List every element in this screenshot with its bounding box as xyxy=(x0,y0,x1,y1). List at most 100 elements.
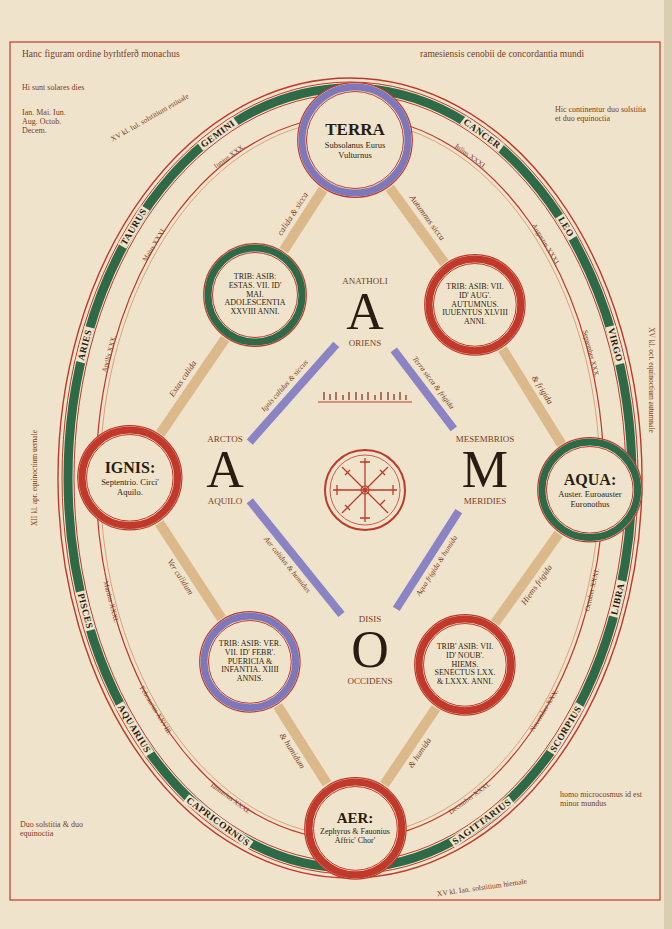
month-label: Maius XXXI. xyxy=(141,226,168,263)
zodiac-sign: SCORPIUS xyxy=(547,702,585,755)
margin-note: Hic continentur duo solstitia et duo equ… xyxy=(555,106,653,124)
element-circle: AER:Zephyrus & Fauonius Affric' Chor' xyxy=(304,777,407,880)
circle-text: TRIB: ASIB: VII. ID' AUG'. AUTUMNUS. IUU… xyxy=(442,283,508,328)
node-content: TERRASubsolanus Eurus Vulturnus xyxy=(315,120,395,160)
node-content: ARCTOSAAQUILO xyxy=(206,434,244,506)
zodiac-sign: VIRGO xyxy=(605,325,625,365)
circle-border xyxy=(200,612,300,712)
direction-name: ANATHOLI xyxy=(342,276,388,286)
circle-ring xyxy=(429,259,521,351)
page-edge xyxy=(664,0,672,929)
month-label: December XXXI. xyxy=(447,781,492,817)
node-content: IGNIS:Septentrio. Circi' Aquilo. xyxy=(93,459,167,498)
direction-name: ARCTOS xyxy=(207,434,242,444)
margin-note: homo microcosmus id est minor mundus xyxy=(560,791,652,809)
inner-diamond-band xyxy=(250,501,342,615)
element-circle: AQUA:Auster. Euroauster Euronothus xyxy=(537,437,643,543)
cardinal-letter: ARCTOSAAQUILO xyxy=(203,432,247,508)
page-frame xyxy=(10,42,660,900)
node-content: AER:Zephyrus & Fauonius Affric' Chor' xyxy=(319,810,391,847)
quality-band xyxy=(502,349,561,444)
equinox-note: XV kl. oct. equinoctium autumnale xyxy=(647,327,655,433)
edge-label: Aer calidus & humidus xyxy=(262,535,312,594)
circle-border xyxy=(424,624,507,707)
circle-border xyxy=(204,244,307,347)
direction-name: MESEMBRIOS xyxy=(456,434,515,444)
circle-text: TRIB: ASIB: ESTAS. VII. ID' MAI. ADOLESC… xyxy=(221,273,289,318)
circle-ring xyxy=(419,619,511,711)
circle-ring xyxy=(82,430,178,526)
cardinal-initial: M xyxy=(462,444,508,496)
node-content: TRIB: ASIB: ESTAS. VII. ID' MAI. ADOLESC… xyxy=(221,273,289,318)
season-circle: TRIB: ASIB: ESTAS. VII. ID' MAI. ADOLESC… xyxy=(203,243,307,347)
header-note: Hanc figuram ordine byrhtferð monachus xyxy=(22,49,180,59)
circle-ring xyxy=(302,87,408,193)
margin-note: Duo solstitia & duo equinoctia xyxy=(20,821,116,839)
month-label: Augustus XXXI. xyxy=(530,222,561,267)
cardinal-letter: MESEMBRIOSMMERIDIES xyxy=(453,432,518,508)
element-circle: IGNIS:Septentrio. Circi' Aquilo. xyxy=(77,425,183,531)
zodiac-sign: LEO xyxy=(555,214,577,241)
circle-border xyxy=(209,621,292,704)
element-name: IGNIS: xyxy=(105,459,156,477)
edge-label: & humida xyxy=(407,736,434,770)
solstice-note: XV kl. Ian. solstitium hiemale xyxy=(437,878,528,899)
circle-ring xyxy=(204,616,296,708)
season-circle: TRIB: ASIB: VII. ID' AUG'. AUTUMNUS. IUU… xyxy=(424,254,526,356)
margin-note: Ian. Mai. Iun. Aug. Octob. Decem. xyxy=(22,109,68,135)
circle-outline xyxy=(297,82,413,198)
month-label: Martius XXXI. xyxy=(101,580,119,623)
edge-label: & humidum xyxy=(277,732,306,771)
inner-diamond-band xyxy=(250,344,336,442)
cardinal-letter: DISISOOCCIDENS xyxy=(344,612,395,688)
edge-label: Estas calida xyxy=(167,359,198,399)
direction-name: DISIS xyxy=(359,614,382,624)
quality-band xyxy=(160,339,225,434)
inner-diamond-band xyxy=(394,350,454,429)
month-label: Iulius XXXI. xyxy=(453,143,487,171)
rune-row xyxy=(318,392,412,402)
circle-text: TRIB' ASIB: VII. ID' NOUB'. HIEMS. SENEC… xyxy=(432,643,498,688)
cardinal-initial: A xyxy=(346,286,384,338)
edge-label: Ignis calidus & siccus xyxy=(260,358,310,413)
zodiac-sign: TAURUS xyxy=(118,205,150,249)
cardinal-letter: ANATHOLIAORIENS xyxy=(339,274,391,350)
solstice-note: XV kl. Iul. solstitium estiuale xyxy=(110,92,191,143)
outer-ring xyxy=(58,78,642,878)
circle-border xyxy=(425,255,525,355)
node-content: MESEMBRIOSMMERIDIES xyxy=(456,434,515,506)
circle-text: Auster. Euroauster Euronothus xyxy=(553,490,627,509)
month-label: Aprilis XXX. xyxy=(102,334,119,373)
edge-label: Autumnus sicca xyxy=(407,194,446,243)
element-name: AQUA: xyxy=(564,471,616,489)
month-label: November XXX. xyxy=(530,689,562,734)
node-content: TRIB: ASIB: VER. VII. ID' FEBR'. PUERICI… xyxy=(217,640,283,685)
inner-diamond-band xyxy=(396,511,459,609)
direction-name: MERIDIES xyxy=(464,496,507,506)
circle-border xyxy=(547,447,634,534)
circle-border xyxy=(298,83,413,198)
zodiac-sign: GEMINI xyxy=(197,116,239,150)
node-content: ANATHOLIAORIENS xyxy=(342,276,388,348)
circle-border xyxy=(307,92,404,189)
quality-band xyxy=(159,523,221,618)
element-name: AER: xyxy=(337,810,374,827)
equinox-note: XII kl. apr. equinoctium uernale xyxy=(31,430,39,526)
circle-text: TRIB: ASIB: VER. VII. ID' FEBR'. PUERICI… xyxy=(217,640,283,685)
circle-text: Subsolanus Eurus Vulturnus xyxy=(315,141,395,160)
direction-name: AQUILO xyxy=(208,496,243,506)
circle-border xyxy=(415,615,515,715)
month-label: Februarius XXVIII. xyxy=(137,686,172,738)
margin-note: Hi sunt solares dies xyxy=(22,84,84,93)
season-circle: TRIB: ASIB: VER. VII. ID' FEBR'. PUERICI… xyxy=(199,611,301,713)
circle-border xyxy=(213,253,298,338)
zodiac-sign: LIBRA xyxy=(609,580,628,618)
header-note: ramesiensis cenobii de concordantia mund… xyxy=(420,49,584,59)
month-label: Iunius XXX. xyxy=(213,144,247,172)
cardinal-initial: A xyxy=(206,444,244,496)
circle-ring xyxy=(309,782,402,875)
edge-label: & frigida xyxy=(530,374,555,406)
circle-border xyxy=(304,777,405,878)
quality-band xyxy=(278,706,327,784)
